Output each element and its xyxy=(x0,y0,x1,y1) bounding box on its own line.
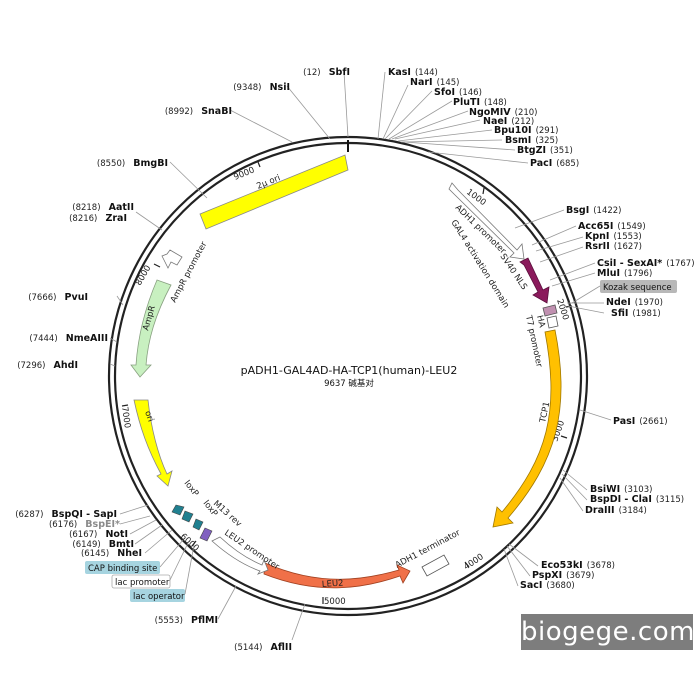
enzyme-bspqi-sapi[interactable]: (6287) BspQI - SapI xyxy=(15,502,117,521)
loxp-box-1 xyxy=(192,518,204,531)
leader-lines xyxy=(109,71,612,641)
enzyme-pspxi[interactable]: PspXI(3679) xyxy=(532,570,594,581)
enzyme-ndei[interactable]: NdeI(1970) xyxy=(606,297,663,308)
enzyme-nsii[interactable]: (9348) NsiI xyxy=(233,75,290,94)
enzyme-labels-right: KasI(144) NarI(145) SfoI(146) PluTI(148)… xyxy=(388,67,695,591)
enzyme-sfoi[interactable]: SfoI(146) xyxy=(434,87,482,98)
tcp1-arrow xyxy=(492,329,562,528)
enzyme-pvui[interactable]: (7666) PvuI xyxy=(28,285,88,304)
enzyme-aflii[interactable]: (5144) AflII xyxy=(234,635,292,654)
cap-box xyxy=(85,561,160,574)
ha-label: HA xyxy=(534,314,547,328)
enzyme-pluti[interactable]: PluTI(148) xyxy=(453,97,507,108)
enzyme-naei[interactable]: NaeI(212) xyxy=(483,116,534,127)
enzyme-draiii[interactable]: DraIII(3184) xyxy=(585,505,647,516)
tcp1-label: TCP1 xyxy=(538,401,552,425)
ampr-arrow xyxy=(130,279,172,378)
enzyme-bsmi[interactable]: BsmI(325) xyxy=(505,135,558,146)
enzyme-kasi[interactable]: KasI(144) xyxy=(388,67,438,78)
enzyme-bsiwi[interactable]: BsiWI(3103) xyxy=(590,484,652,495)
enzyme-eco53ki[interactable]: Eco53kI(3678) xyxy=(541,560,615,571)
enzyme-csii-sexai[interactable]: CsiI - SexAI*(1767) xyxy=(597,258,695,269)
lac-operator-box xyxy=(130,589,185,602)
kozak-label: Kozak sequence xyxy=(603,283,672,293)
enzyme-snabi[interactable]: (8992) SnaBI xyxy=(165,99,232,118)
enzyme-saci[interactable]: SacI(3680) xyxy=(520,580,575,591)
kozak-box xyxy=(600,280,677,293)
enzyme-labels-left: (12) SbfI (9348) NsiI (8992) SnaBI (8550… xyxy=(15,60,350,654)
adh1-promoter-arrow xyxy=(448,182,525,260)
ampr-promoter-arrow xyxy=(161,249,183,269)
enzyme-ngomiv[interactable]: NgoMIV(210) xyxy=(469,107,537,118)
t7-promoter-box xyxy=(546,315,559,329)
enzyme-bpu10i[interactable]: Bpu10I(291) xyxy=(494,125,558,136)
enzyme-zrai[interactable]: (8216) ZraI xyxy=(69,206,127,225)
enzyme-nari[interactable]: NarI(145) xyxy=(410,77,459,88)
plasmid-length: 9637 碱基对 xyxy=(324,378,374,389)
lac-promoter-label: lac promoter xyxy=(115,578,170,588)
leu2-label: LEU2 xyxy=(322,578,344,589)
enzyme-acc65i[interactable]: Acc65I(1549) xyxy=(578,221,646,232)
tick-7000: 7000 xyxy=(119,406,132,429)
enzyme-ahdi[interactable]: (7296) AhdI xyxy=(17,353,78,372)
tick-9000: 9000 xyxy=(232,165,256,182)
tick-4000: 4000 xyxy=(462,552,486,572)
enzyme-rsrii[interactable]: RsrII(1627) xyxy=(585,241,642,252)
watermark: biogege.com xyxy=(521,614,694,650)
enzyme-bspei[interactable]: (6176) BspEI* xyxy=(49,512,120,531)
enzyme-bmgbi[interactable]: (8550) BmgBI xyxy=(97,151,168,170)
loxp-box-2 xyxy=(181,510,194,523)
annotation-boxes: Kozak sequence CAP binding site lac prom… xyxy=(85,280,677,602)
tick-5000: 5000 xyxy=(324,597,346,607)
loxp-label-2: loxP xyxy=(182,479,201,499)
plasmid-name: pADH1-GAL4AD-HA-TCP1(human)-LEU2 xyxy=(241,364,458,377)
lac-promoter-box xyxy=(111,574,171,589)
enzyme-pflmi[interactable]: (5553) PflMI xyxy=(155,608,218,627)
ori-label: ori xyxy=(142,410,155,424)
cap-label: CAP binding site xyxy=(88,564,157,574)
enzyme-mlui[interactable]: MluI(1796) xyxy=(597,268,652,279)
two-micron-ori-arc xyxy=(199,154,349,230)
enzyme-bmti[interactable]: (6149) BmtI xyxy=(72,532,134,551)
tick-6000: 6000 xyxy=(178,532,201,554)
gal4-ad-arrow xyxy=(519,257,550,304)
leu2-arrow xyxy=(263,562,411,589)
enzyme-btgzi[interactable]: BtgZI(351) xyxy=(517,145,573,156)
adh1-terminator-box xyxy=(421,554,450,577)
ha-box xyxy=(542,304,558,317)
leu2-promoter-arrow xyxy=(211,536,269,575)
lac-operator-label: lac operator xyxy=(133,592,185,602)
enzyme-paci[interactable]: PacI(685) xyxy=(530,158,579,169)
ori-arrow xyxy=(133,399,173,487)
loxp-box-3 xyxy=(171,504,185,516)
enzyme-sfii[interactable]: SfiI(1981) xyxy=(611,308,661,319)
enzyme-bspdi-clai[interactable]: BspDI - ClaI(3115) xyxy=(590,494,684,505)
enzyme-pasi[interactable]: PasI(2661) xyxy=(613,416,668,427)
ampr-promoter-label: AmpR promoter xyxy=(169,240,210,305)
enzyme-nhei[interactable]: (6145) NheI xyxy=(81,541,142,560)
enzyme-sbfi[interactable]: (12) SbfI xyxy=(303,60,350,79)
enzyme-aatii[interactable]: (8218) AatII xyxy=(72,195,134,214)
enzyme-nmeaiii[interactable]: (7444) NmeAIII xyxy=(29,326,108,345)
tick-8000: 8000 xyxy=(134,264,153,288)
enzyme-bsgi[interactable]: BsgI(1422) xyxy=(566,205,622,216)
enzyme-kpni[interactable]: KpnI(1553) xyxy=(585,231,642,242)
m13-rev-box xyxy=(199,527,213,542)
enzyme-noti[interactable]: (6167) NotI xyxy=(69,522,128,541)
